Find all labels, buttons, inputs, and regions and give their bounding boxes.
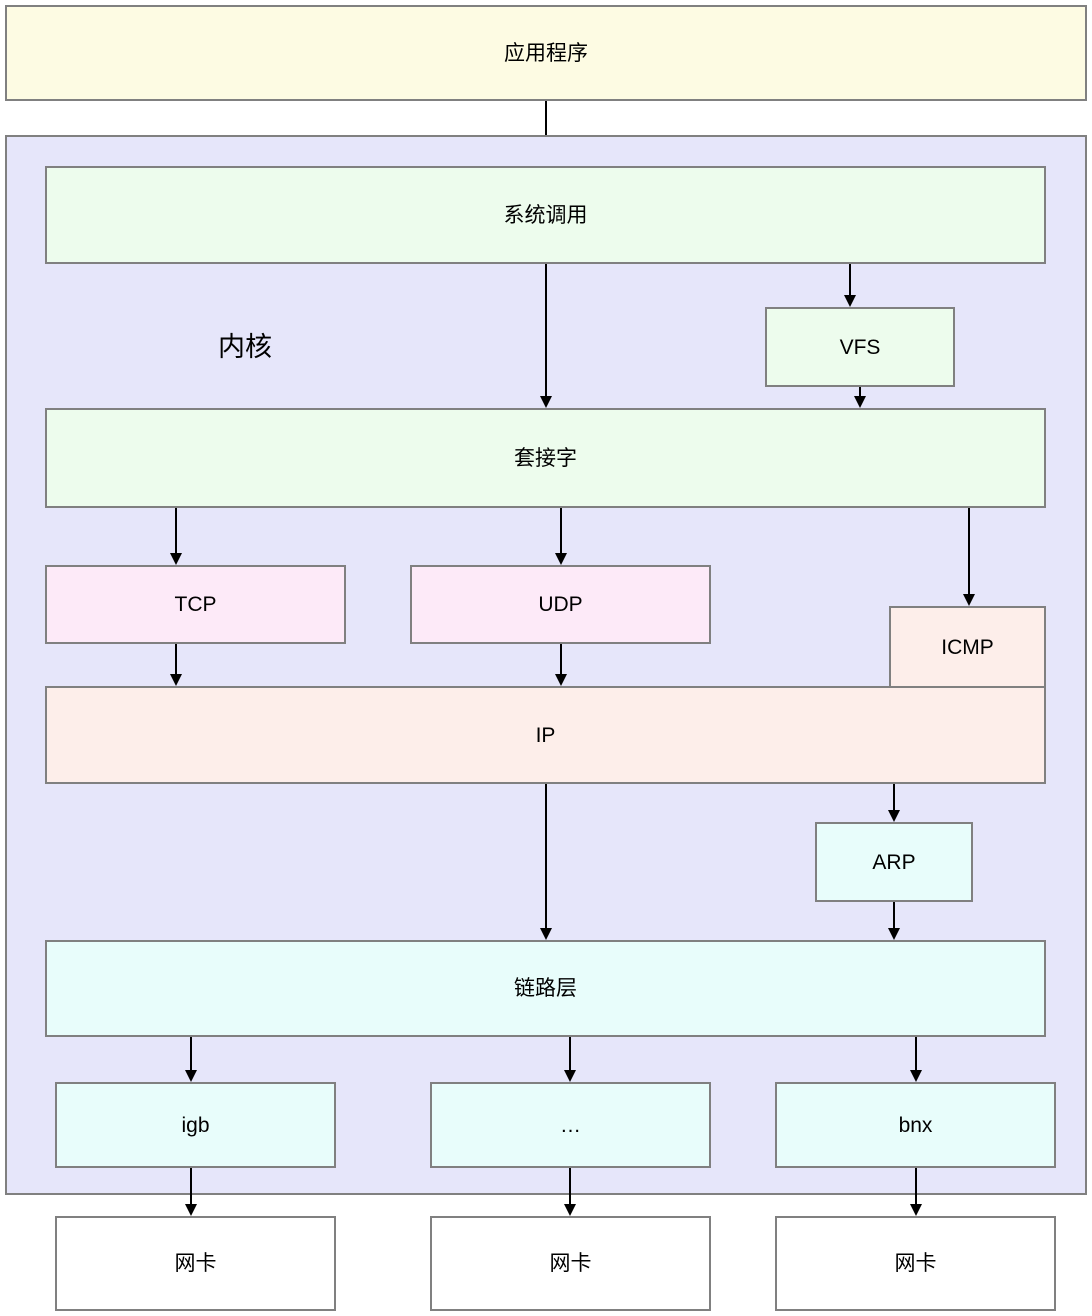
node-nic-middle: 网卡 <box>430 1216 711 1311</box>
node-vfs: VFS <box>765 307 955 387</box>
node-link-layer: 链路层 <box>45 940 1046 1037</box>
node-ip-label: IP <box>535 723 556 747</box>
node-arp: ARP <box>815 822 973 902</box>
node-nic-middle-label: 网卡 <box>549 1252 592 1275</box>
node-tcp-label: TCP <box>174 593 217 616</box>
node-driver-igb-label: igb <box>181 1113 210 1137</box>
node-tcp: TCP <box>45 565 346 644</box>
node-link-layer-label: 链路层 <box>514 977 577 1000</box>
node-nic-left-label: 网卡 <box>174 1252 217 1275</box>
node-nic-right-label: 网卡 <box>894 1252 937 1275</box>
node-udp-label: UDP <box>538 593 583 616</box>
node-nic-right: 网卡 <box>775 1216 1056 1311</box>
node-application-label: 应用程序 <box>504 41 588 65</box>
node-syscall-label: 系统调用 <box>503 203 588 227</box>
node-driver-bnx-label: bnx <box>898 1113 933 1137</box>
node-syscall: 系统调用 <box>45 166 1046 264</box>
node-driver-igb: igb <box>55 1082 336 1168</box>
node-driver-bnx: bnx <box>775 1082 1056 1168</box>
node-socket-label: 套接字 <box>514 446 577 470</box>
node-icmp: ICMP <box>889 606 1046 688</box>
node-socket: 套接字 <box>45 408 1046 508</box>
node-icmp-label: ICMP <box>941 635 994 659</box>
node-ip: IP <box>45 686 1046 784</box>
node-arp-label: ARP <box>872 850 916 874</box>
node-driver-ellipsis: … <box>430 1082 711 1168</box>
node-nic-left: 网卡 <box>55 1216 336 1311</box>
node-driver-ellipsis-label: … <box>560 1113 581 1137</box>
node-udp: UDP <box>410 565 711 644</box>
kernel-label: 内核 <box>218 332 272 362</box>
node-application: 应用程序 <box>5 5 1087 101</box>
node-vfs-label: VFS <box>839 335 881 359</box>
